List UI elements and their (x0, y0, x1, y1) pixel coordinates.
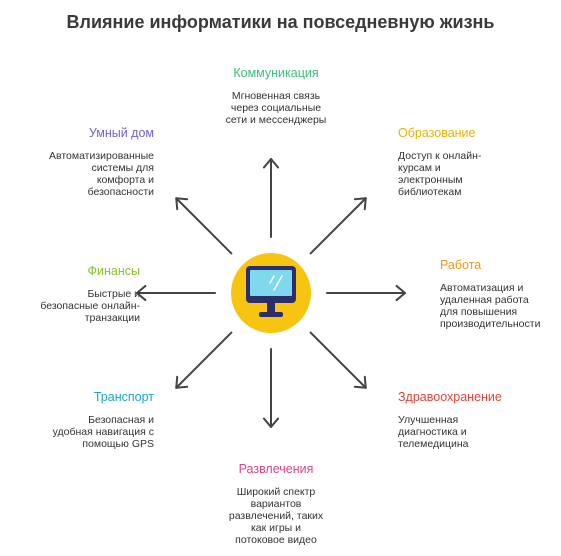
node-label: Коммуникация (233, 66, 319, 80)
node-label: Транспорт (93, 390, 154, 404)
arrow-education (309, 197, 367, 255)
screen-glare (269, 275, 275, 284)
monitor-screen (250, 270, 292, 296)
screen-glare (273, 275, 283, 291)
node-description: Быстрые и безопасные онлайн- транзакции (40, 288, 140, 324)
node-finance: Финансы Быстрые и безопасные онлайн- тра… (0, 264, 140, 324)
node-health: Здравоохранение Улучшенная диагностика и… (398, 390, 538, 450)
arrow-work (326, 284, 406, 302)
arrow-health (309, 331, 367, 389)
node-label: Развлечения (238, 462, 314, 476)
node-smart-home: Умный дом Автоматизированные системы для… (14, 126, 154, 198)
arrow-entertainment (262, 348, 280, 428)
node-label: Умный дом (88, 126, 154, 140)
node-description: Автоматизация и удаленная работа для пов… (440, 282, 541, 330)
node-entertainment: Развлечения Широкий спектр вариантов раз… (196, 462, 356, 546)
node-education: Образование Доступ к онлайн- курсам и эл… (398, 126, 538, 198)
node-label: Работа (440, 258, 482, 272)
page-title: Влияние информатики на повседневную жизн… (66, 12, 495, 32)
node-description: Улучшенная диагностика и телемедицина (398, 414, 469, 450)
monitor-base (259, 312, 283, 317)
node-description: Автоматизированные системы для комфорта … (48, 150, 154, 198)
node-description: Мгновенная связь через социальные сети и… (225, 90, 327, 126)
node-label: Здравоохранение (398, 390, 502, 404)
node-description: Доступ к онлайн- курсам и электронным би… (398, 150, 482, 198)
node-description: Широкий спектр вариантов развлечений, та… (228, 486, 324, 546)
arrows-group (136, 158, 406, 428)
node-label: Образование (398, 126, 476, 140)
node-transport: Транспорт Безопасная и удобная навигация… (14, 390, 154, 450)
arrow-communication (262, 158, 280, 238)
monitor-neck (267, 303, 275, 313)
node-communication: Коммуникация Мгновенная связь через соци… (196, 66, 356, 126)
arrow-transport (175, 331, 233, 389)
arrow-finance (136, 284, 216, 302)
node-work: Работа Автоматизация и удаленная работа … (440, 258, 558, 330)
node-label: Финансы (87, 264, 140, 278)
arrow-smart-home (175, 197, 233, 255)
computer-monitor-icon (246, 266, 296, 317)
node-description: Безопасная и удобная навигация с помощью… (52, 414, 154, 450)
